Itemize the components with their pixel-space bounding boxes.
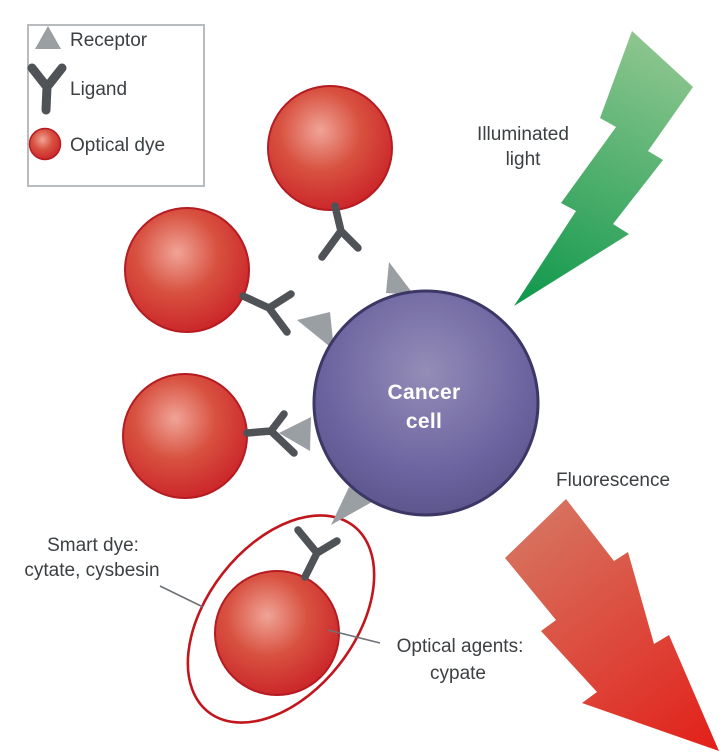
cancer-cell-body bbox=[312, 289, 540, 517]
ligand-y-smart bbox=[294, 526, 341, 581]
receptor-icon bbox=[35, 26, 61, 49]
receptor-triangle-upper-left bbox=[297, 312, 334, 350]
optical-dye-sphere-left bbox=[122, 373, 248, 499]
legend-labels: Receptor Ligand Optical dye bbox=[70, 30, 165, 156]
ligand-group bbox=[239, 202, 362, 581]
legend-label-ligand: Ligand bbox=[70, 79, 127, 100]
receptor-triangle-left bbox=[279, 417, 311, 451]
optical-dye-icon bbox=[28, 127, 62, 161]
legend-label-optical-dye: Optical dye bbox=[70, 135, 165, 156]
optical-agents-leader-line bbox=[327, 629, 381, 644]
smart-dye-label-line1: Smart dye: bbox=[47, 535, 139, 556]
illuminated-light-label-line2: light bbox=[506, 149, 542, 170]
fluorescence-bolt-icon bbox=[505, 499, 719, 751]
legend-label-receptor: Receptor bbox=[70, 30, 148, 51]
smart-dye-label-line2: cytate, cysbesin bbox=[24, 560, 159, 581]
illuminated-light-label-line1: Illuminated bbox=[477, 124, 569, 145]
optical-dye-group bbox=[122, 85, 393, 696]
optical-dye-sphere-upper-left bbox=[124, 207, 250, 333]
smart-dye-leader-line bbox=[159, 585, 204, 608]
leader-lines bbox=[159, 585, 381, 644]
legend-box bbox=[27, 24, 205, 187]
smart-dye-highlight-ellipse bbox=[186, 514, 376, 724]
illuminated-light-bolt-icon bbox=[514, 31, 693, 306]
ligand-y-upper-left bbox=[239, 290, 295, 336]
legend: Receptor Ligand Optical dye bbox=[27, 24, 205, 187]
ligand-y-top bbox=[318, 202, 362, 261]
cancer-cell-label-line2: cell bbox=[406, 410, 442, 433]
optical-agents-label-line2: cypate bbox=[430, 663, 486, 684]
fluorescence-label: Fluorescence bbox=[556, 470, 670, 491]
cancer-cell-label: Cancer cell bbox=[387, 381, 460, 433]
optical-dye-sphere-smart bbox=[214, 570, 340, 696]
annotation-labels: Illuminated light Fluorescence Smart dye… bbox=[24, 124, 670, 684]
optical-agents-label-line1: Optical agents: bbox=[397, 636, 524, 657]
ligand-icon bbox=[27, 63, 67, 115]
optical-dye-sphere-top bbox=[267, 85, 393, 211]
receptor-triangle-top bbox=[386, 262, 414, 295]
cancer-cell-label-line1: Cancer bbox=[387, 381, 460, 404]
ligand-y-left bbox=[243, 410, 298, 457]
